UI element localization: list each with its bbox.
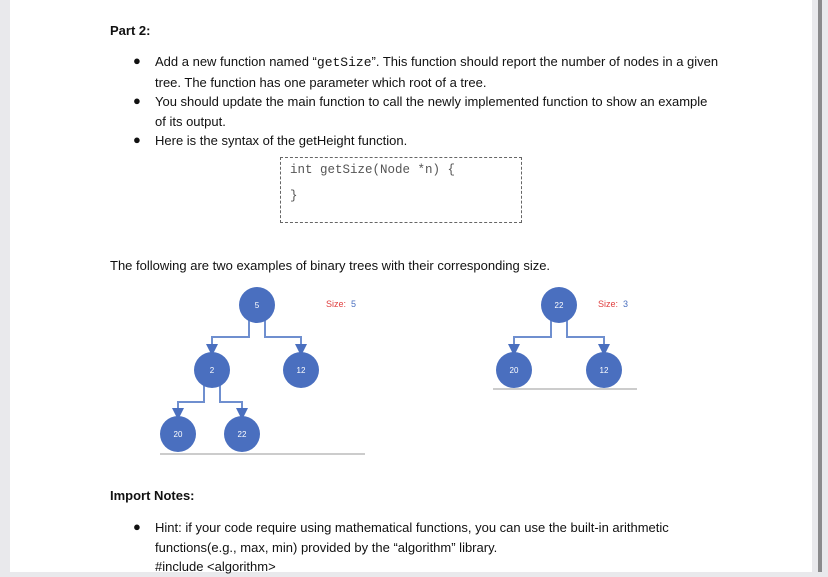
tree-node [586, 352, 622, 388]
scrollbar[interactable] [818, 0, 822, 572]
tree-node [496, 352, 532, 388]
edge [172, 385, 205, 420]
code-line-2: } [290, 189, 298, 203]
edge [566, 320, 610, 356]
node-label: 22 [238, 430, 247, 439]
node-label: 20 [510, 366, 519, 375]
bullet-icon: ● [133, 519, 141, 534]
part-title: Part 2: [110, 23, 151, 38]
bullet-icon: ● [133, 53, 141, 68]
edge [219, 385, 248, 420]
tree-node [283, 352, 319, 388]
notes-title: Import Notes: [110, 488, 195, 503]
examples-intro: The following are two examples of binary… [110, 258, 551, 273]
node-label: 22 [555, 301, 564, 310]
size-label: Size: [326, 299, 346, 309]
edge [206, 320, 250, 356]
bullet-item-2: You should update the main function to c… [155, 94, 708, 129]
edge [508, 320, 552, 356]
bullet-text: ”. This function should report the numbe… [155, 54, 719, 90]
tree-node [194, 352, 230, 388]
node-label: 2 [210, 366, 215, 375]
size-label: Size: [598, 299, 618, 309]
bullet-icon: ● [133, 93, 141, 108]
size-value: 3 [623, 299, 628, 309]
note-line: #include <algorithm> [155, 559, 276, 574]
bullet-text: Add a new function named “ [155, 54, 317, 69]
inline-code: getSize [316, 55, 372, 70]
note-line: Hint: if your code require using mathema… [155, 520, 669, 535]
bullet-item-1: Add a new function named “getSize”. This… [155, 52, 725, 92]
edge [264, 320, 307, 356]
node-label: 5 [255, 301, 260, 310]
tree-node [160, 416, 196, 452]
size-value: 5 [351, 299, 356, 309]
node-label: 12 [297, 366, 306, 375]
bullet-item-3: Here is the syntax of the getHeight func… [155, 133, 408, 148]
code-line-1: int getSize(Node *n) { [290, 163, 456, 177]
bullet-icon: ● [133, 132, 141, 147]
document-page [10, 0, 812, 572]
node-label: 20 [174, 430, 183, 439]
tree-node [239, 287, 275, 323]
note-item: Hint: if your code require using mathema… [155, 518, 755, 577]
code-box: int getSize(Node *n) { } [280, 157, 522, 223]
note-line: functions(e.g., max, min) provided by th… [155, 539, 498, 555]
tree-node [541, 287, 577, 323]
node-label: 12 [600, 366, 609, 375]
tree-node [224, 416, 260, 452]
